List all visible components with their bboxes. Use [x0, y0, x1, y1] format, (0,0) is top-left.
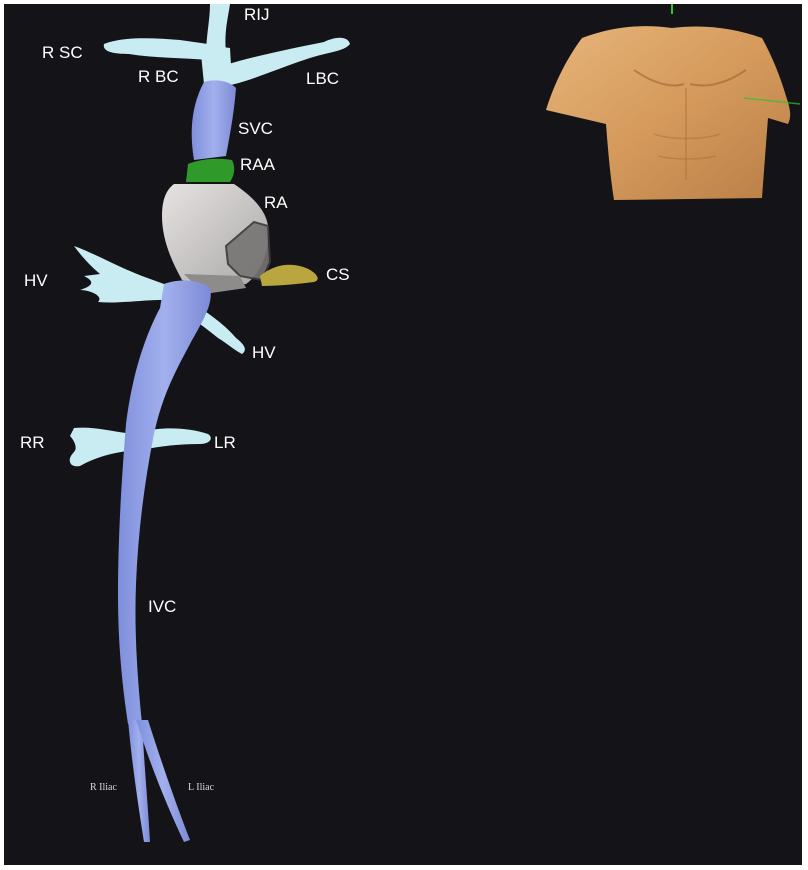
label-cs: CS	[326, 266, 350, 283]
label-r-sc: R SC	[42, 44, 83, 61]
coronary-sinus	[260, 265, 318, 286]
label-l-iliac: L Iliac	[188, 783, 214, 793]
label-lr: LR	[214, 434, 236, 451]
label-hv-left: HV	[24, 272, 48, 289]
label-rij: RIJ	[244, 6, 270, 23]
torso-orientation-model	[546, 4, 800, 200]
label-hv-right: HV	[252, 344, 276, 361]
inferior-vena-cava	[118, 281, 211, 724]
label-svc: SVC	[238, 120, 273, 137]
label-raa: RAA	[240, 156, 275, 173]
right-atrial-appendage	[186, 159, 234, 182]
label-rr: RR	[20, 434, 45, 451]
label-ivc: IVC	[148, 598, 176, 615]
label-ra: RA	[264, 194, 288, 211]
render-viewport: RIJ R SC R BC LBC SVC RAA RA CS HV HV RR…	[4, 4, 802, 865]
right-brachiocephalic-vein	[200, 44, 232, 84]
label-r-iliac: R Iliac	[90, 783, 117, 793]
label-r-bc: R BC	[138, 68, 179, 85]
label-lbc: LBC	[306, 70, 339, 87]
superior-vena-cava	[192, 80, 236, 160]
right-subclavian-vein	[104, 38, 210, 60]
venous-anatomy-render	[4, 4, 802, 865]
hepatic-vein-left	[74, 246, 164, 303]
